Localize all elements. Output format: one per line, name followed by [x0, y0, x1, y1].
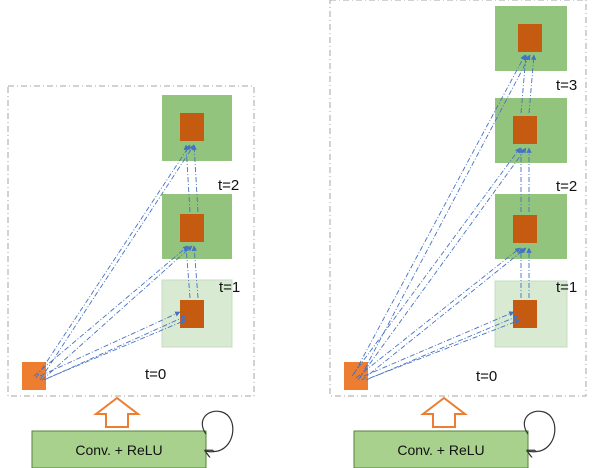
left-conv-label: Conv. + ReLU — [75, 442, 162, 458]
right-up-arrow-icon — [420, 396, 468, 428]
left-connections — [33, 144, 199, 381]
left-node-t2 — [180, 113, 204, 141]
right-recurrent-loop-icon — [523, 410, 556, 452]
left-label-t0: t=0 — [145, 366, 166, 383]
right-node-t2 — [513, 116, 537, 144]
right-label-t2: t=2 — [556, 178, 577, 195]
right-label-t0: t=0 — [476, 368, 497, 385]
right-panel: t=0 t=1 t=2 t=3 Conv. + ReLU — [329, 0, 587, 468]
left-label-t2: t=2 — [218, 177, 239, 194]
right-connections — [351, 54, 537, 381]
left-dashed-frame — [7, 85, 255, 397]
right-node-t3 — [518, 24, 542, 52]
right-conv-relu-block: Conv. + ReLU — [353, 430, 529, 468]
left-panel: t=0 t=1 t=2 Conv. + ReLU — [7, 85, 255, 468]
left-up-arrow-icon — [93, 396, 141, 428]
right-node-t0 — [513, 300, 537, 328]
left-node-t0 — [180, 300, 204, 328]
left-node-t1 — [180, 214, 204, 242]
left-recurrent-loop-icon — [201, 410, 234, 452]
right-conv-label: Conv. + ReLU — [397, 442, 484, 458]
right-label-t1: t=1 — [556, 279, 577, 296]
left-label-t1: t=1 — [219, 279, 240, 296]
right-dashed-frame — [329, 0, 587, 397]
right-label-t3: t=3 — [556, 77, 577, 94]
right-node-t1 — [513, 215, 537, 243]
left-conv-relu-block: Conv. + ReLU — [31, 430, 207, 468]
